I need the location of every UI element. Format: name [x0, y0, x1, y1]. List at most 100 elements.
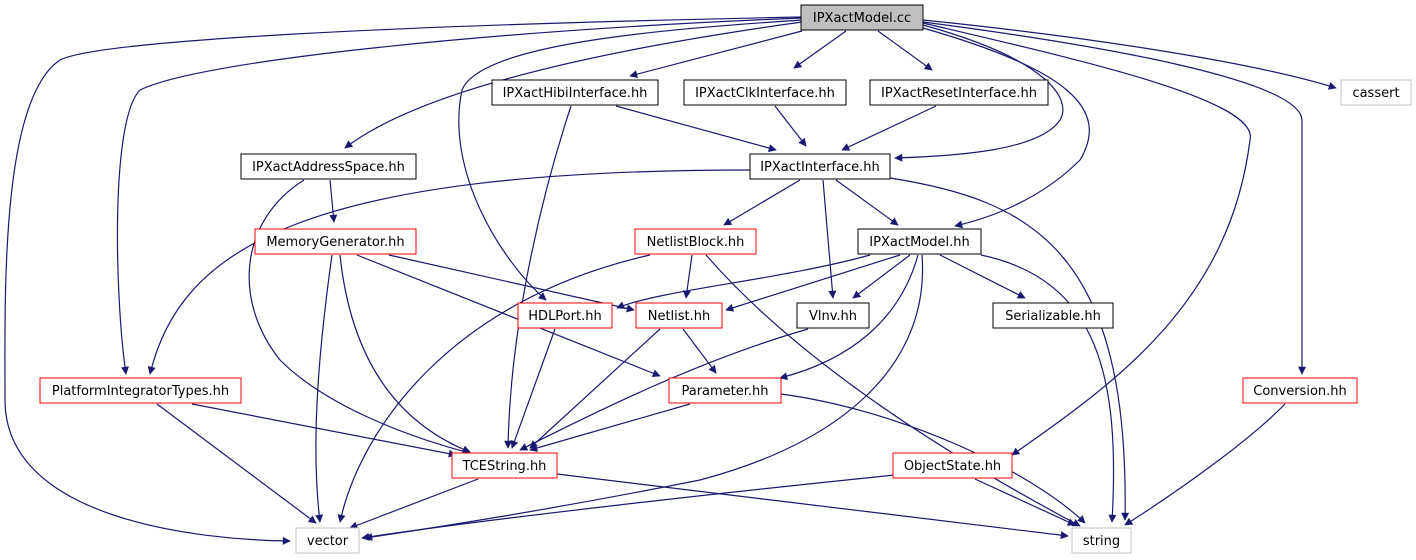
edge-ipxactmodel-hh-to-hdlport-hh	[616, 254, 871, 309]
edge-ipxactclkinterface-hh-to-ipxactinterface-hh	[774, 105, 807, 147]
node-label-ipxactinterface-hh: IPXactInterface.hh	[760, 160, 880, 175]
node-label-tcestring-hh: TCEString.hh	[462, 459, 547, 474]
node-label-serializable-hh: Serializable.hh	[1005, 309, 1101, 324]
node-box-serializable-hh	[992, 302, 1114, 329]
node-ipxactaddressspace-hh[interactable]: IPXactAddressSpace.hh	[240, 153, 417, 180]
edge-ipxactmodel-cc-to-ipxactinterface-hh	[894, 24, 1064, 162]
node-box-ipxactmodel-cc	[800, 4, 924, 31]
node-label-ipxactmodel-cc: IPXactModel.cc	[813, 11, 911, 26]
node-conversion-hh[interactable]: Conversion.hh	[1242, 377, 1358, 404]
edge-platformintegratortypes-hh-to-vector	[156, 403, 317, 524]
edge-memorygenerator-hh-to-tcestring-hh	[339, 254, 471, 454]
edge-ipxactinterface-hh-to-netlistblock-hh	[723, 179, 801, 226]
node-label-hdlport-hh: HDLPort.hh	[528, 309, 601, 324]
edge-objectstate-hh-to-string	[974, 478, 1076, 526]
node-label-memorygenerator-hh: MemoryGenerator.hh	[266, 235, 404, 250]
edge-ipxactmodel-cc-to-ipxactmodel-hh	[922, 27, 1090, 229]
node-label-netlistblock-hh: NetlistBlock.hh	[647, 235, 745, 250]
node-label-ipxacthibiinterface-hh: IPXactHibiInterface.hh	[503, 86, 648, 101]
edge-objectstate-hh-to-vector	[361, 474, 896, 541]
edge-ipxactmodel-hh-to-vector	[364, 254, 924, 541]
node-box-platformintegratortypes-hh	[39, 377, 242, 404]
node-ipxactmodel-cc: IPXactModel.cc	[800, 4, 924, 31]
node-platformintegratortypes-hh[interactable]: PlatformIntegratorTypes.hh	[39, 377, 242, 404]
edge-ipxactaddressspace-hh-to-tcestring-hh	[248, 179, 471, 456]
edge-parameter-hh-to-string	[780, 393, 1086, 524]
edge-netlist-hh-to-tcestring-hh	[529, 328, 661, 449]
edge-ipxactmodel-hh-to-serializable-hh	[939, 254, 1026, 299]
edge-ipxactmodel-cc-to-ipxactclkinterface-hh	[793, 30, 847, 69]
node-box-ipxactresetinterface-hh	[869, 79, 1049, 106]
edge-ipxactmodel-cc-to-hdlport-hh	[458, 19, 803, 301]
node-box-ipxactclkinterface-hh	[683, 79, 847, 106]
node-label-vlnv-hh: Vlnv.hh	[809, 309, 857, 324]
node-box-ipxactaddressspace-hh	[240, 153, 417, 180]
node-box-tcestring-hh	[451, 452, 558, 479]
edge-memorygenerator-hh-to-parameter-hh	[356, 254, 661, 378]
edge-memorygenerator-hh-to-vector	[315, 254, 333, 523]
node-vector: vector	[295, 527, 360, 554]
node-box-string	[1071, 527, 1132, 554]
node-box-ipxactmodel-hh	[857, 228, 982, 255]
edge-ipxactmodel-cc-to-platformintegratortypes-hh	[116, 17, 803, 375]
node-objectstate-hh[interactable]: ObjectState.hh	[892, 452, 1013, 479]
edge-ipxactinterface-hh-to-platformintegratortypes-hh	[147, 169, 751, 375]
node-ipxacthibiinterface-hh[interactable]: IPXactHibiInterface.hh	[491, 79, 659, 106]
node-netlist-hh[interactable]: Netlist.hh	[635, 302, 723, 329]
node-label-ipxactaddressspace-hh: IPXactAddressSpace.hh	[252, 160, 405, 175]
node-label-cassert: cassert	[1352, 86, 1399, 101]
edge-ipxactmodel-cc-to-ipxactaddressspace-hh	[344, 21, 803, 149]
edge-ipxacthibiinterface-hh-to-ipxactinterface-hh	[615, 105, 777, 152]
node-ipxactinterface-hh[interactable]: IPXactInterface.hh	[749, 153, 891, 180]
node-label-string: string	[1083, 534, 1120, 549]
node-box-parameter-hh	[668, 377, 782, 404]
edge-tcestring-hh-to-vector	[349, 478, 479, 530]
edge-ipxacthibiinterface-hh-to-tcestring-hh	[504, 105, 572, 449]
node-string: string	[1071, 527, 1132, 554]
node-vlnv-hh[interactable]: Vlnv.hh	[796, 302, 870, 329]
edge-ipxactinterface-hh-to-vlnv-hh	[822, 179, 837, 299]
edge-ipxactmodel-hh-to-string	[980, 254, 1117, 523]
node-hdlport-hh[interactable]: HDLPort.hh	[517, 302, 613, 329]
edge-ipxactaddressspace-hh-to-memorygenerator-hh	[329, 179, 338, 223]
node-label-conversion-hh: Conversion.hh	[1253, 384, 1347, 399]
node-memorygenerator-hh[interactable]: MemoryGenerator.hh	[254, 228, 417, 255]
edge-ipxactresetinterface-hh-to-ipxactinterface-hh	[841, 105, 937, 151]
node-box-ipxactinterface-hh	[749, 153, 891, 180]
node-label-parameter-hh: Parameter.hh	[681, 384, 768, 399]
node-label-ipxactclkinterface-hh: IPXactClkInterface.hh	[695, 86, 835, 101]
node-label-platformintegratortypes-hh: PlatformIntegratorTypes.hh	[52, 384, 229, 399]
edge-ipxactmodel-cc-to-conversion-hh	[922, 21, 1306, 375]
node-box-netlistblock-hh	[634, 228, 757, 255]
node-box-vector	[295, 527, 360, 554]
edge-netlistblock-hh-to-netlist-hh	[683, 254, 693, 299]
node-netlistblock-hh[interactable]: NetlistBlock.hh	[634, 228, 757, 255]
edge-netlistblock-hh-to-string	[705, 254, 1081, 527]
edge-hdlport-hh-to-tcestring-hh	[510, 328, 556, 449]
node-tcestring-hh[interactable]: TCEString.hh	[451, 452, 558, 479]
edge-parameter-hh-to-tcestring-hh	[529, 403, 691, 452]
edge-platformintegratortypes-hh-to-tcestring-hh	[191, 403, 457, 458]
node-box-netlist-hh	[635, 302, 723, 329]
edge-ipxactmodel-cc-to-ipxacthibiinterface-hh	[629, 30, 803, 79]
edge-tcestring-hh-to-string	[556, 473, 1069, 540]
node-box-conversion-hh	[1242, 377, 1358, 404]
node-ipxactclkinterface-hh[interactable]: IPXactClkInterface.hh	[683, 79, 847, 106]
node-ipxactresetinterface-hh[interactable]: IPXactResetInterface.hh	[869, 79, 1049, 106]
edge-ipxactmodel-cc-to-objectstate-hh	[922, 22, 1251, 456]
edge-conversion-hh-to-string	[1124, 403, 1286, 526]
edge-ipxactmodel-cc-to-vector	[4, 16, 803, 545]
node-serializable-hh[interactable]: Serializable.hh	[992, 302, 1114, 329]
node-ipxactmodel-hh[interactable]: IPXactModel.hh	[857, 228, 982, 255]
node-parameter-hh[interactable]: Parameter.hh	[668, 377, 782, 404]
node-box-hdlport-hh	[517, 302, 613, 329]
edge-ipxactmodel-cc-to-ipxactresetinterface-hh	[877, 30, 933, 71]
edge-vlnv-hh-to-tcestring-hh	[519, 328, 809, 451]
node-box-ipxacthibiinterface-hh	[491, 79, 659, 106]
node-label-ipxactmodel-hh: IPXactModel.hh	[869, 235, 969, 250]
node-label-ipxactresetinterface-hh: IPXactResetInterface.hh	[881, 86, 1037, 101]
node-label-objectstate-hh: ObjectState.hh	[904, 459, 1001, 474]
dependency-edges	[4, 16, 1337, 545]
edge-ipxactinterface-hh-to-string	[889, 177, 1130, 521]
